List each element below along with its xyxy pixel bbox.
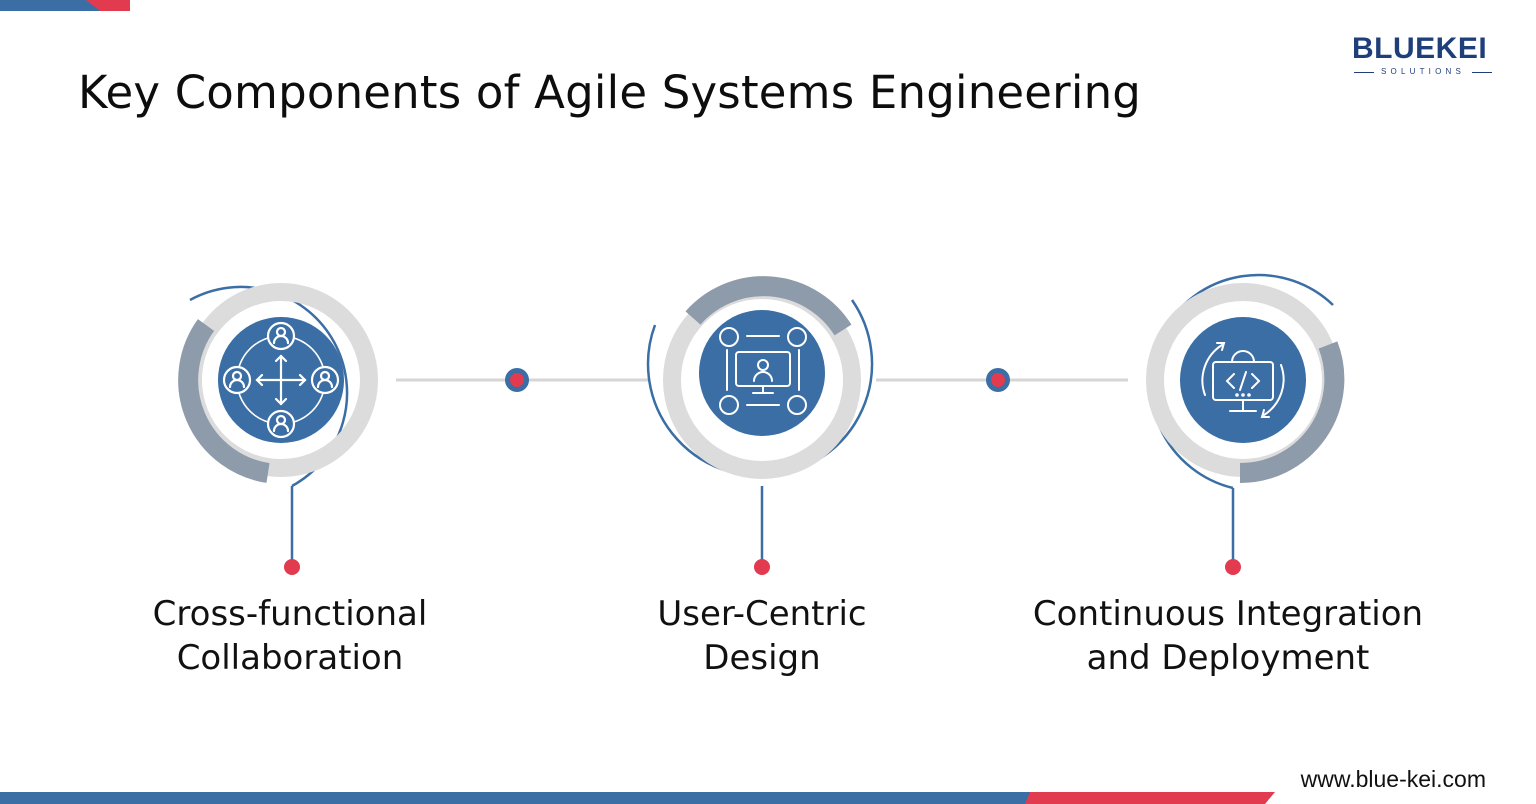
component-label-3: Continuous Integration and Deployment — [1008, 592, 1448, 680]
component-label-2-line-1: User-Centric — [657, 594, 867, 634]
bottom-accent-red — [1025, 792, 1275, 804]
website-url: www.blue-kei.com — [1300, 766, 1486, 792]
component-label-2-line-2: Design — [703, 638, 821, 678]
bottom-accent-bar — [0, 792, 1536, 804]
node-3-dark-ring-segment — [1239, 341, 1345, 484]
component-node-2 — [646, 276, 874, 575]
logo-rule-right — [1472, 72, 1492, 73]
team-collaboration-icon — [222, 321, 340, 439]
component-label-2: User-Centric Design — [542, 592, 982, 680]
component-node-3 — [1146, 273, 1345, 575]
component-label-1-line-1: Cross-functional — [152, 594, 428, 634]
logo-text: BLUEKEI — [1352, 32, 1488, 65]
top-accent-bar — [0, 0, 130, 11]
code-deployment-icon — [1201, 342, 1285, 418]
component-label-3-line-2: and Deployment — [1086, 638, 1370, 678]
node-1-label-dot — [284, 559, 300, 575]
bottom-accent-blue — [0, 792, 1040, 804]
top-accent-red — [86, 0, 130, 11]
node-2-dark-ring-segment — [685, 276, 852, 336]
node-2-label-dot — [754, 559, 770, 575]
node-1-dark-ring-segment — [178, 319, 270, 483]
company-logo: BLUEKEI SOLUTIONS — [1352, 34, 1494, 78]
logo-rule-left — [1354, 72, 1374, 73]
page-title: Key Components of Agile Systems Engineer… — [78, 66, 1142, 119]
top-accent-blue — [0, 0, 100, 11]
component-label-3-line-1: Continuous Integration — [1032, 594, 1424, 634]
logo-subtext: SOLUTIONS — [1380, 67, 1466, 76]
component-label-1-line-2: Collaboration — [176, 638, 404, 678]
user-design-monitor-icon — [719, 327, 807, 415]
component-label-1: Cross-functional Collaboration — [70, 592, 510, 680]
node-3-label-dot — [1225, 559, 1241, 575]
component-node-1 — [178, 283, 378, 575]
